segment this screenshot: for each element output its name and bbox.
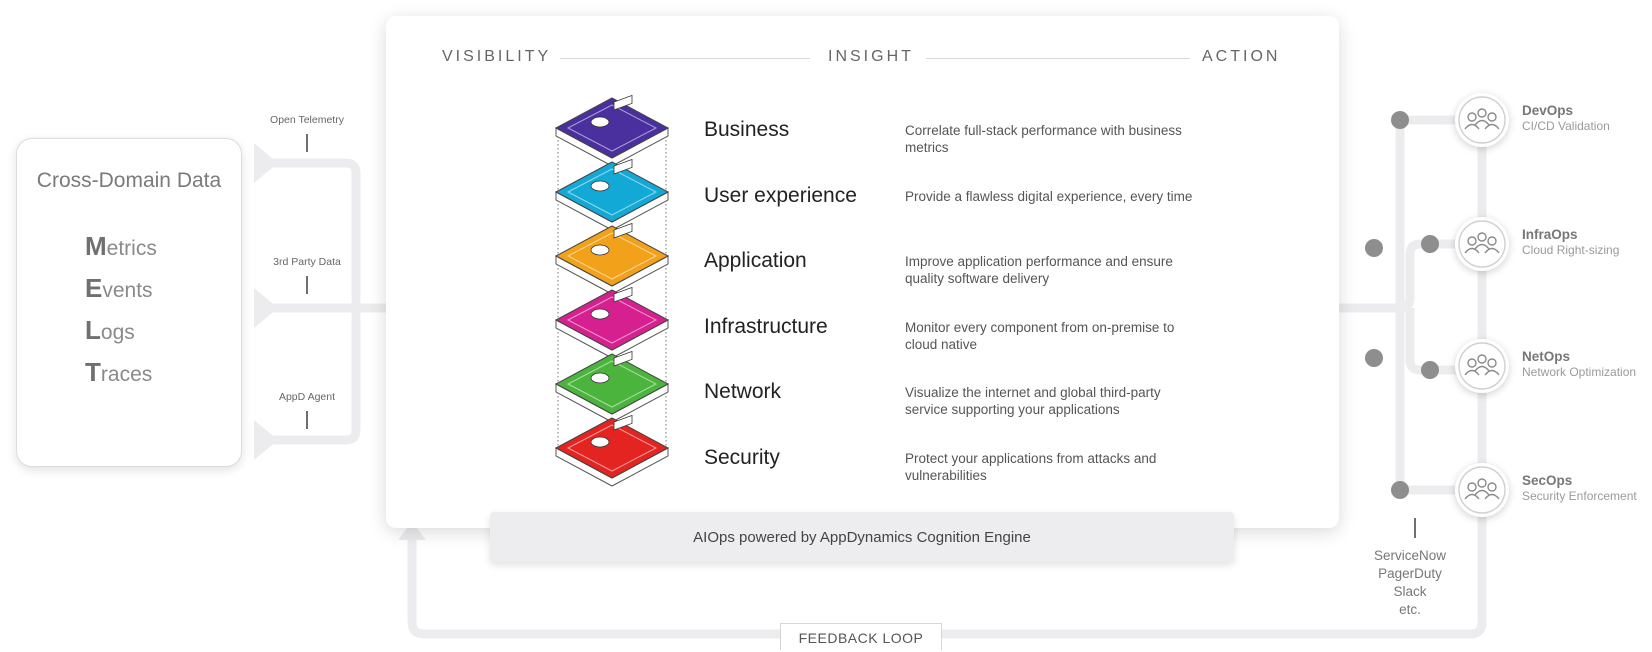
secops-team-icon: [1455, 463, 1509, 517]
ops-team-purpose: Network Optimization: [1522, 365, 1637, 379]
layer-name: Network: [704, 380, 782, 403]
layer-tile: [554, 350, 670, 423]
layer-description: Correlate full-stack performance with bu…: [905, 123, 1182, 155]
ops-team-name: DevOps: [1522, 103, 1574, 118]
tools-tick: [1414, 518, 1416, 538]
input-label-appd-agent: AppD Agent: [278, 391, 336, 403]
ops-team-name: NetOps: [1522, 349, 1571, 364]
header-action: ACTION: [1202, 48, 1281, 65]
layer-stack: [554, 94, 670, 487]
layer-name: Infrastructure: [704, 314, 828, 338]
layer-name: Security: [704, 445, 780, 469]
input-label-open-telemetry: Open Telemetry: [270, 114, 344, 126]
layer-description: Provide a flawless digital experience, e…: [905, 188, 1193, 204]
layer-name: Business: [704, 118, 790, 141]
layer-description: Visualize the internet and global third-…: [905, 385, 1161, 417]
layer-description: Monitor every component from on-premise …: [905, 319, 1175, 352]
integration-tools: ServiceNow PagerDuty Slack etc.: [1370, 547, 1450, 619]
input-label-3rd-party-data: 3rd Party Data: [273, 256, 341, 268]
data-type-events: Events: [85, 273, 153, 303]
main-insight-card: [386, 16, 1339, 528]
header-visibility: VISIBILITY: [442, 48, 552, 65]
data-type-logs: Logs: [85, 315, 135, 345]
header-divider: [560, 58, 810, 59]
ops-team-name: InfraOps: [1522, 227, 1578, 242]
data-type-traces: Traces: [85, 357, 153, 387]
input-tick: [306, 411, 308, 429]
data-type-metrics: Metrics: [85, 231, 157, 261]
ops-team-purpose: CI/CD Validation: [1522, 119, 1610, 133]
input-tick: [306, 276, 308, 294]
devops-team-icon: [1455, 93, 1509, 147]
layer-name: User experience: [704, 183, 857, 207]
header-insight: INSIGHT: [828, 48, 914, 65]
cross-domain-data-title: Cross-Domain Data: [36, 169, 222, 192]
tool-pagerduty: PagerDuty: [1378, 566, 1442, 581]
cross-domain-data-card: Cross-Domain Data Metrics Events Logs Tr…: [16, 138, 242, 467]
layer-tile: [554, 414, 670, 487]
ops-team-purpose: Security Enforcement: [1522, 489, 1637, 503]
cognition-engine-bar: AIOps powered by AppDynamics Cognition E…: [490, 512, 1234, 562]
layer-tile: [554, 222, 670, 295]
tool-etc: etc.: [1399, 602, 1421, 617]
layer-description: Improve application performance and ensu…: [905, 254, 1173, 286]
netops-team-icon: [1455, 339, 1509, 393]
input-tick: [306, 134, 308, 152]
infraops-team-icon: [1455, 217, 1509, 271]
layer-name: Application: [704, 249, 807, 272]
ops-team-name: SecOps: [1522, 473, 1573, 488]
ops-team-purpose: Cloud Right-sizing: [1522, 243, 1620, 257]
tool-slack: Slack: [1393, 584, 1427, 599]
layer-tile: [554, 158, 670, 231]
layer-tile: [554, 94, 670, 167]
layer-description: Protect your applications from attacks a…: [905, 450, 1157, 483]
layer-tile: [554, 286, 670, 359]
tool-servicenow: ServiceNow: [1373, 548, 1447, 563]
header-divider: [926, 58, 1190, 59]
